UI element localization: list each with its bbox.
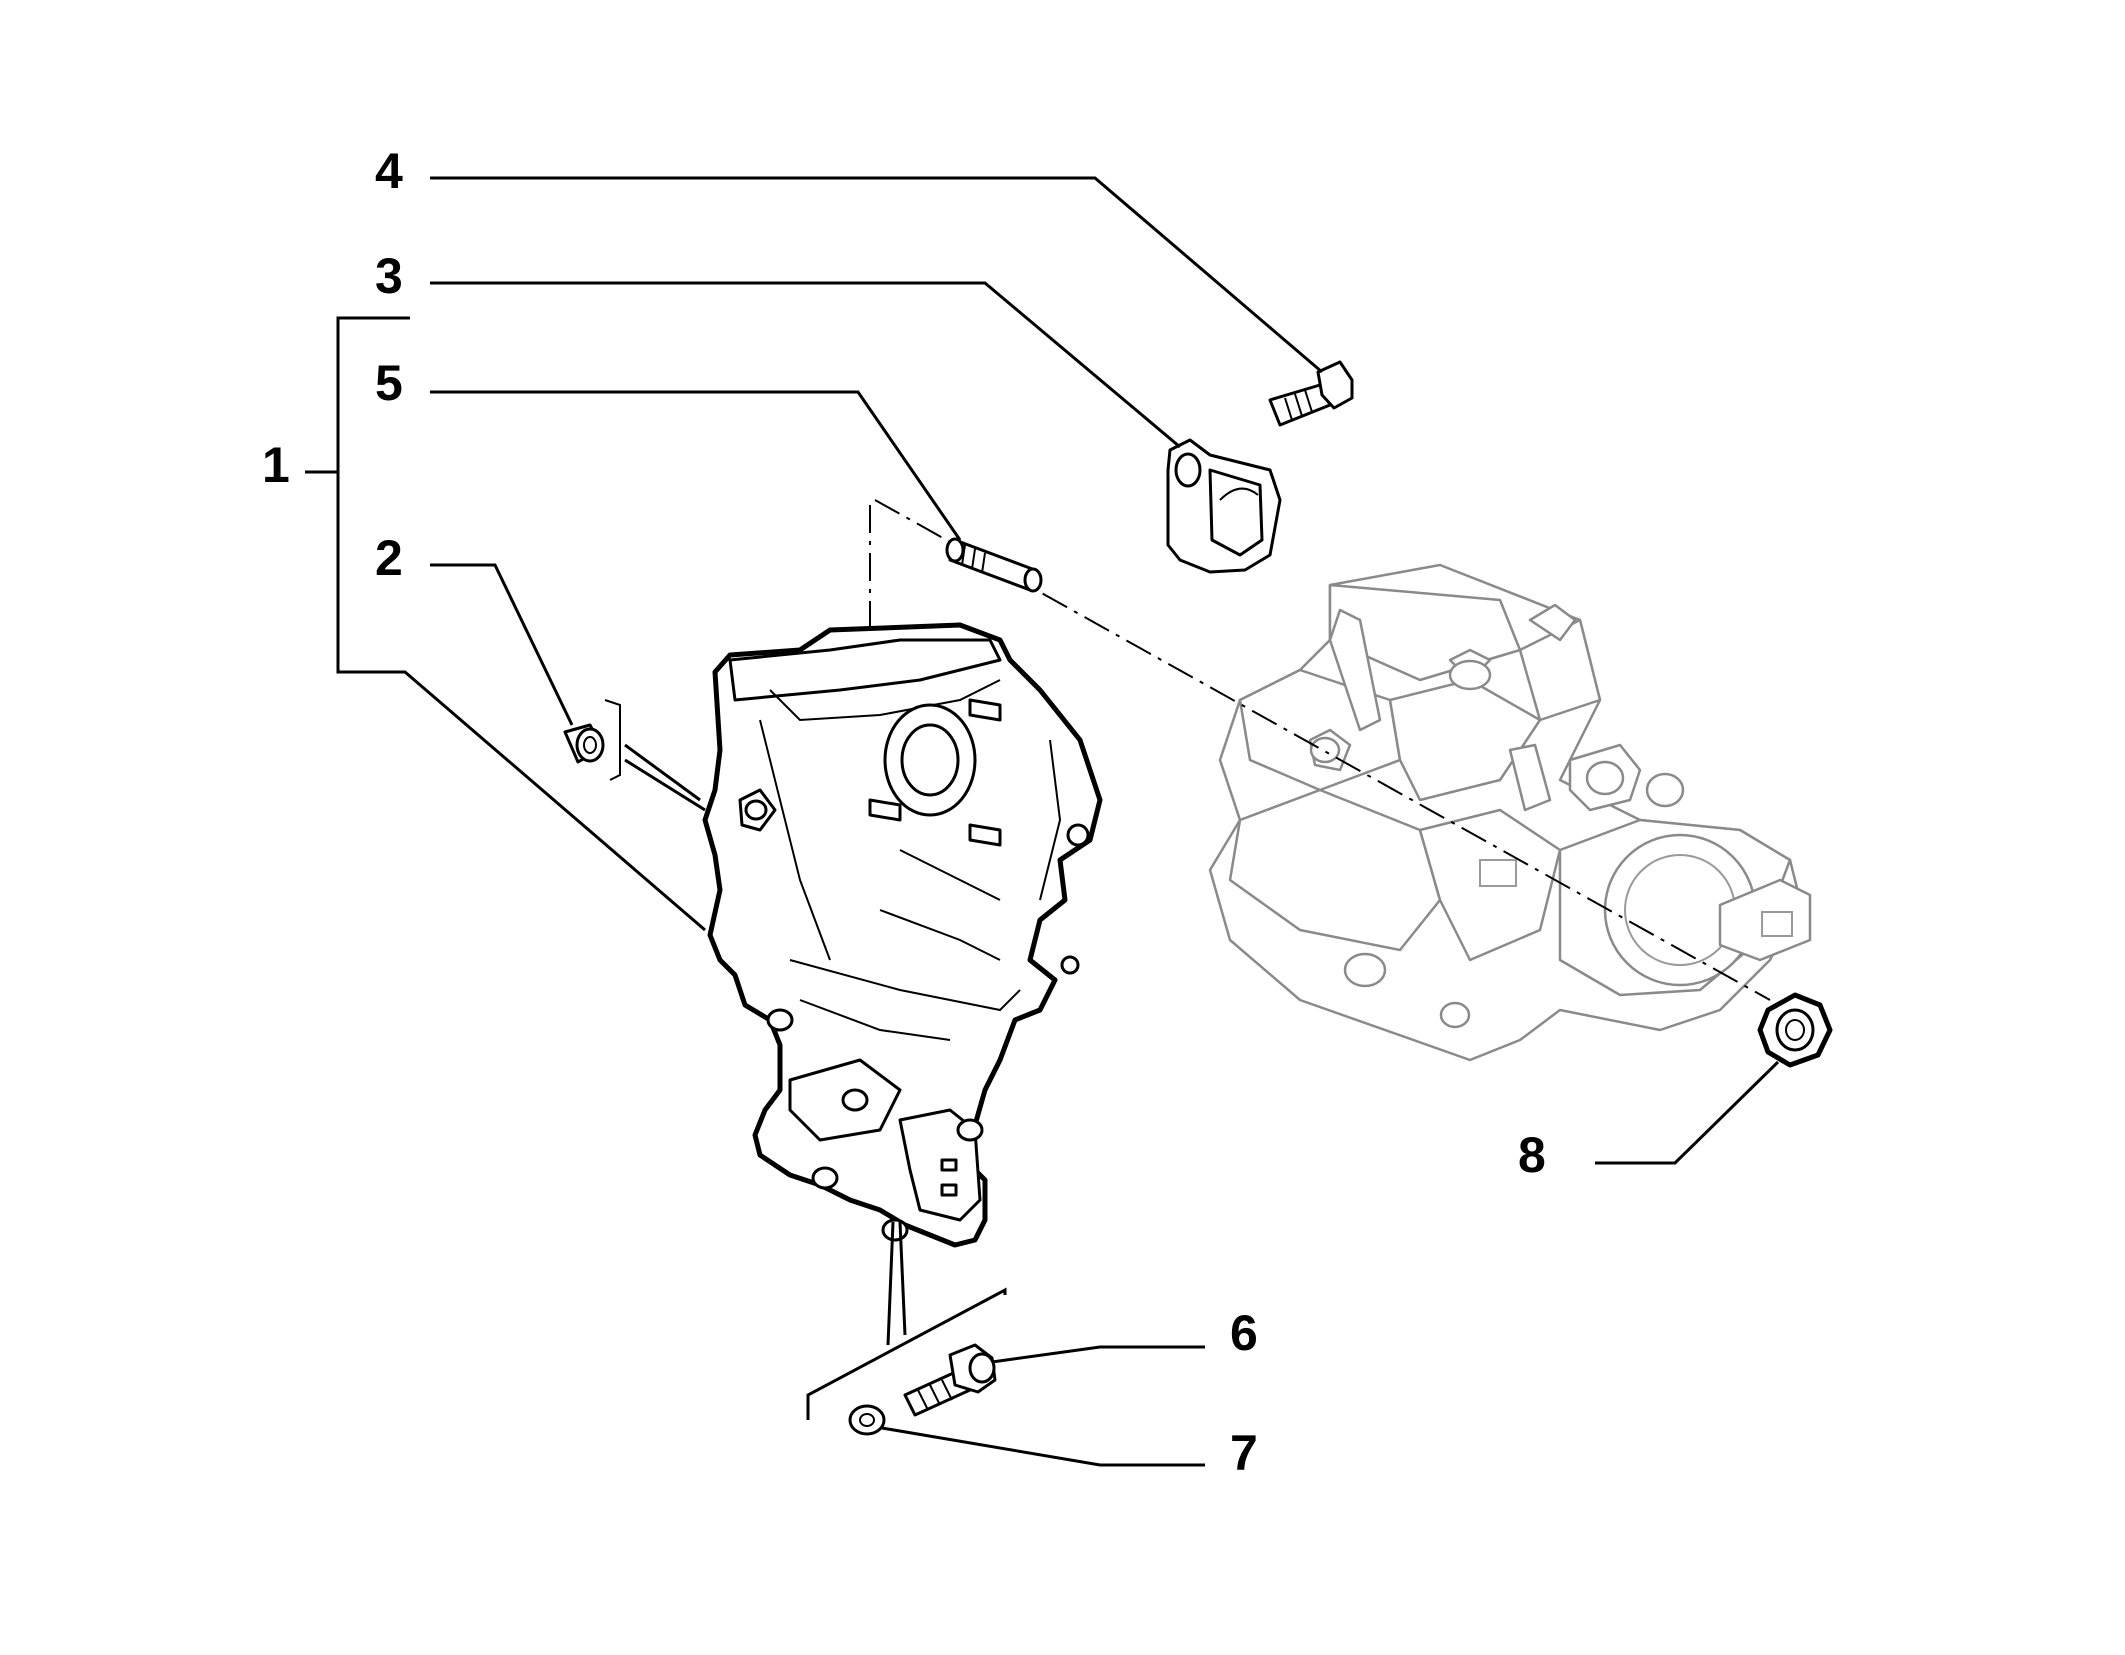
leader-lines [305, 176, 1780, 1467]
leader-2 [430, 563, 574, 726]
washer [848, 1404, 886, 1436]
callout-number-5: 5 [375, 355, 403, 411]
threaded-stud [945, 537, 1043, 593]
callout-number-6: 6 [1230, 1305, 1258, 1361]
leader-8 [1595, 1060, 1780, 1165]
injection-pump-ghost [1208, 563, 1812, 1062]
callout-number-4: 4 [375, 143, 403, 199]
callout-labels: 4 3 5 1 2 8 6 7 [262, 143, 1546, 1481]
leader-3 [430, 281, 1181, 449]
leader-5 [430, 390, 962, 541]
callout-number-3: 3 [375, 248, 403, 304]
bracket-bolt [1268, 360, 1354, 427]
clamp-bracket [1166, 438, 1282, 574]
callout-number-2: 2 [375, 530, 403, 586]
leader-6 [991, 1345, 1205, 1364]
flange-bolt [903, 1343, 997, 1417]
leader-7 [881, 1426, 1205, 1467]
callout-number-7: 7 [1230, 1425, 1258, 1481]
callout-number-8: 8 [1518, 1127, 1546, 1183]
hex-nut [1757, 992, 1833, 1068]
leader-4 [430, 176, 1323, 374]
callout-number-1: 1 [262, 437, 290, 493]
dowel-bushing [563, 699, 621, 781]
leader-1 [336, 316, 706, 932]
timing-cover-housing [702, 622, 1103, 1248]
